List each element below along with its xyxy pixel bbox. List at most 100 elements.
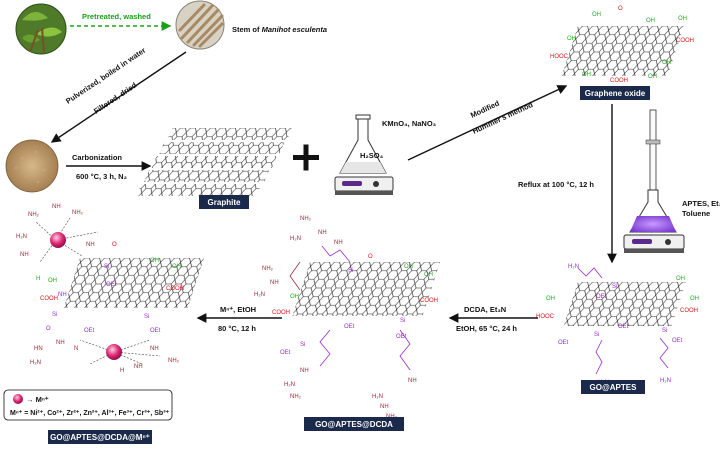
functional-group-label: H bbox=[120, 368, 124, 374]
functional-group-label: O bbox=[618, 6, 623, 12]
aptes-reagents-label: APTES, Et₃N, bbox=[682, 199, 720, 208]
functional-group-label: NH bbox=[150, 346, 159, 352]
functional-group-label: OEt bbox=[106, 282, 117, 288]
functional-group-label: NH bbox=[300, 368, 309, 374]
metal-ion-upper bbox=[50, 232, 66, 248]
legend-list-label: Mⁿ⁺ = Ni²⁺, Co²⁺, Zr²⁺, Zn²⁺, Al³⁺, Fe³⁺… bbox=[10, 410, 170, 417]
functional-group-label: NH bbox=[58, 292, 67, 298]
reflux-label: Reflux at 100 °C, 12 h bbox=[518, 180, 594, 189]
pretreated-label: Pretreated, washed bbox=[82, 12, 151, 21]
functional-group-label: Si bbox=[144, 314, 149, 320]
stem-label: Stem of Manihot esculenta bbox=[232, 25, 327, 34]
functional-group-label: O bbox=[112, 242, 117, 248]
functional-group-label: NH₂ bbox=[290, 394, 302, 400]
functional-group-label: H₂N bbox=[372, 394, 383, 400]
functional-group-label: NH₂ bbox=[300, 216, 312, 222]
stem-photo bbox=[175, 0, 225, 50]
kmno4-label: KMnO₄, NaNO₃ bbox=[382, 119, 437, 128]
powder-photo bbox=[5, 139, 59, 193]
functional-group-label: NH bbox=[270, 280, 279, 286]
pulverized-label: Pulverized, boiled in water bbox=[64, 46, 147, 106]
hummers-arrow bbox=[407, 85, 568, 161]
functional-group-label: NH bbox=[318, 230, 327, 236]
metal-step-label: Mⁿ⁺, EtOH bbox=[220, 305, 256, 314]
functional-group-label: NH₂ bbox=[28, 212, 40, 218]
go-aptes-box bbox=[581, 380, 645, 394]
graphite-stack bbox=[136, 128, 292, 196]
functional-group-label: OH bbox=[404, 264, 413, 270]
functional-group-label: OH bbox=[648, 74, 657, 80]
functional-group-label: Si bbox=[52, 312, 57, 318]
metal-ion-lower bbox=[106, 344, 122, 360]
functional-group-label: COOH bbox=[40, 296, 58, 302]
functional-group-label: NH bbox=[86, 242, 95, 248]
metal-legend: → Mⁿ⁺ Mⁿ⁺ = Ni²⁺, Co²⁺, Zr²⁺, Zn²⁺, Al³⁺… bbox=[3, 389, 173, 421]
functional-group-label: NH bbox=[20, 252, 29, 258]
functional-group-label: OH bbox=[582, 72, 591, 78]
go-aptes-dcda-metal-structure: NH₂ NH NH₂ H₂N NH NH O Si OEt OH OH COOH… bbox=[16, 204, 204, 374]
functional-group-label: OEt bbox=[596, 294, 607, 300]
graphene-oxide-box bbox=[580, 86, 650, 100]
functional-group-label: OH bbox=[290, 294, 299, 300]
plant-photo bbox=[15, 3, 67, 55]
functional-group-label: Si bbox=[300, 342, 305, 348]
functional-group-label: OEt bbox=[558, 340, 569, 346]
legend-metal-icon bbox=[13, 394, 23, 404]
functional-group-label: COOH bbox=[676, 38, 694, 44]
functional-group-label: OH bbox=[172, 264, 181, 270]
go-aptes-structure: H₂N H₂N H₂N Si OEt OH OH COOH HOOC OH OE… bbox=[536, 264, 699, 386]
functional-group-label: OEt bbox=[672, 338, 683, 344]
functional-group-label: Si bbox=[400, 318, 405, 324]
functional-group-label: COOH bbox=[680, 308, 698, 314]
reflux-setup bbox=[623, 109, 685, 253]
functional-group-label: OH bbox=[424, 272, 433, 278]
functional-group-label: H₂N bbox=[254, 292, 265, 298]
dcda-label: DCDA, Et₃N bbox=[464, 305, 506, 314]
graphite-box bbox=[199, 195, 249, 209]
graphene-oxide-sheet: OH O OH OH OH COOH HOOC COOH OH OH OH bbox=[550, 6, 694, 84]
functional-group-label: OH bbox=[662, 60, 671, 66]
functional-group-label: NH₂ bbox=[168, 358, 180, 364]
metal-conditions-label: 80 °C, 12 h bbox=[218, 324, 256, 333]
functional-group-label: OEt bbox=[150, 328, 161, 334]
go-aptes-dcda-label: GO@APTES@DCDA bbox=[315, 420, 393, 429]
functional-group-label: COOH bbox=[610, 78, 628, 84]
functional-group-label: NH bbox=[134, 364, 143, 370]
functional-group-label: HOOC bbox=[550, 54, 569, 60]
functional-group-label: H₂N bbox=[16, 234, 27, 240]
functional-group-label: OH bbox=[150, 258, 159, 264]
plus-sign bbox=[293, 144, 319, 171]
functional-group-label: NH bbox=[408, 378, 417, 384]
filtered-label: Filtered, dried bbox=[92, 80, 139, 115]
go-aptes-dcda-box bbox=[304, 417, 404, 431]
functional-group-label: OH bbox=[546, 296, 555, 302]
functional-group-label: NH bbox=[380, 404, 389, 410]
toluene-label: Toluene bbox=[682, 209, 710, 218]
functional-group-label: NH bbox=[52, 204, 61, 210]
functional-group-label: H₂N bbox=[284, 382, 295, 388]
functional-group-label: OEt bbox=[84, 328, 95, 334]
functional-group-label: OEt bbox=[344, 324, 355, 330]
functional-group-label: Si bbox=[594, 332, 599, 338]
hummers-label: Hummer's method bbox=[471, 100, 535, 136]
flask-reactor bbox=[334, 114, 394, 195]
functional-group-label: COOH bbox=[166, 286, 184, 292]
functional-group-label: HN bbox=[34, 346, 43, 352]
functional-group-label: OH bbox=[676, 276, 685, 282]
functional-group-label: NH₂ bbox=[72, 210, 84, 216]
functional-group-label: NH bbox=[334, 240, 343, 246]
go-aptes-dcda-m-box bbox=[48, 430, 152, 444]
functional-group-label: OH bbox=[690, 296, 699, 302]
functional-group-label: NH₂ bbox=[262, 266, 274, 272]
carbonization-label: Carbonization bbox=[72, 153, 122, 162]
h2so4-label: H₂SO₄ bbox=[360, 151, 384, 160]
functional-group-label: Si bbox=[612, 284, 617, 290]
go-aptes-dcda-m-label: GO@APTES@DCDA@Mⁿ⁺ bbox=[50, 433, 150, 442]
pulverize-arrow bbox=[50, 51, 187, 143]
functional-group-label: OH bbox=[592, 12, 601, 18]
functional-group-label: H₂N bbox=[30, 360, 41, 366]
functional-group-label: H₂N bbox=[660, 378, 671, 384]
functional-group-label: OH bbox=[678, 16, 687, 22]
functional-group-label: COOH bbox=[420, 298, 438, 304]
